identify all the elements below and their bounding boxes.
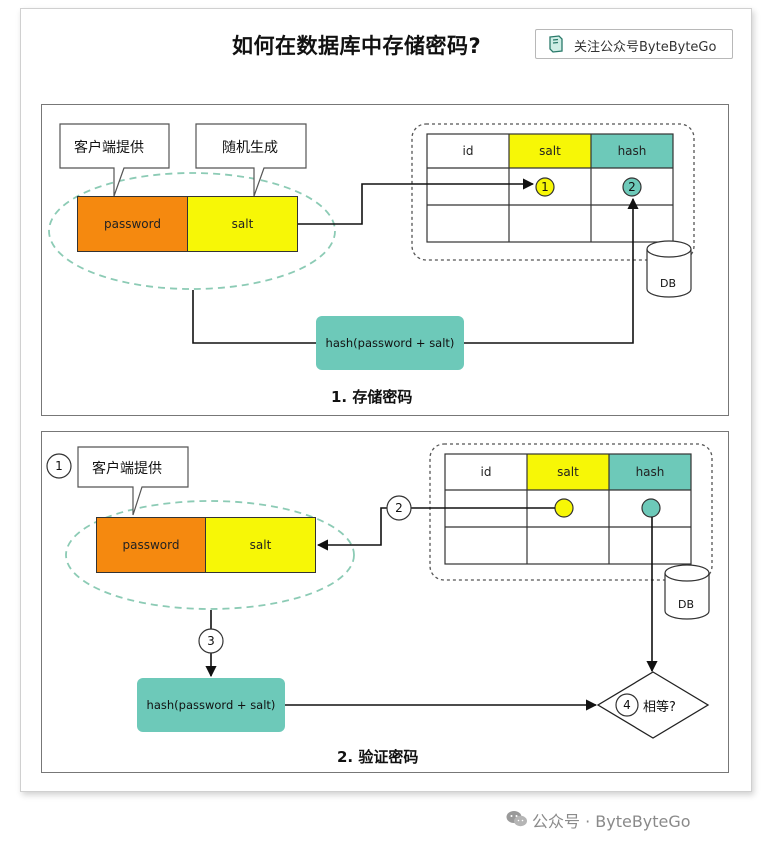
s1-salt-block: salt xyxy=(188,196,298,252)
s2-db-cylinder xyxy=(664,564,710,620)
s1-header-id: id xyxy=(462,144,474,158)
s2-step1-circle xyxy=(46,453,72,479)
s1-hash-function-box: hash(password + salt) xyxy=(316,316,464,370)
byte-logo-icon xyxy=(546,34,566,58)
s1-callout-random-text: 随机生成 xyxy=(222,140,278,156)
s2-hash-marker xyxy=(641,498,661,518)
s2-header-salt: salt xyxy=(557,465,579,479)
s2-salt-label: salt xyxy=(249,538,272,552)
s1-password-block: password xyxy=(77,196,188,252)
s1-header-hash: hash xyxy=(617,144,647,158)
badge-text: 关注公众号ByteByteGo xyxy=(574,40,717,55)
s1-input-ellipse xyxy=(48,172,336,290)
s2-input-ellipse xyxy=(65,500,355,610)
s1-salt-label: salt xyxy=(231,217,254,231)
follow-badge[interactable]: 关注公众号ByteByteGo xyxy=(535,29,733,59)
s1-db-cylinder xyxy=(646,240,692,298)
s2-password-label: password xyxy=(122,538,180,552)
s2-step3-circle xyxy=(198,628,224,654)
s2-equal-label: 相等? xyxy=(643,700,676,715)
s1-password-label: password xyxy=(104,217,161,231)
s2-step2-circle xyxy=(386,495,412,521)
s2-callout-client xyxy=(77,446,189,516)
s2-salt-marker xyxy=(554,498,574,518)
s2-callout-client-text: 客户端提供 xyxy=(92,461,162,477)
s2-step3-num: 3 xyxy=(207,634,215,648)
s2-step4-num: 4 xyxy=(623,698,631,712)
s2-equal-diamond xyxy=(596,671,710,739)
diagram-title: 如何在数据库中存储密码? xyxy=(232,34,482,58)
s1-callout-random xyxy=(195,123,307,197)
s2-salt-block: salt xyxy=(206,517,316,573)
s1-header-salt: salt xyxy=(539,144,561,158)
s2-header-id: id xyxy=(480,465,492,479)
s2-header-hash: hash xyxy=(635,465,665,479)
footer-text: 公众号 · ByteByteGo xyxy=(532,812,691,831)
s1-callout-client-text: 客户端提供 xyxy=(74,140,144,156)
s2-db-label: DB xyxy=(678,598,695,611)
s1-salt-marker-num: 1 xyxy=(541,180,549,194)
s2-hash-function-box: hash(password + salt) xyxy=(137,678,285,732)
s1-table-group xyxy=(411,123,695,261)
s1-caption: 1. 存储密码 xyxy=(331,388,413,406)
s2-step4-circle xyxy=(615,693,639,717)
s1-salt-marker xyxy=(535,177,555,197)
s2-table-group xyxy=(429,443,713,581)
s2-step2-num: 2 xyxy=(395,501,403,515)
s2-password-block: password xyxy=(96,517,206,573)
s2-hash-function-label: hash(password + salt) xyxy=(146,698,276,712)
s2-step1-num: 1 xyxy=(55,459,63,473)
wechat-icon xyxy=(506,810,528,832)
s2-caption: 2. 验证密码 xyxy=(337,748,419,766)
s1-hash-marker-num: 2 xyxy=(628,180,636,194)
s1-callout-client xyxy=(59,123,170,197)
s1-db-label: DB xyxy=(660,277,677,290)
s1-hash-marker xyxy=(622,177,642,197)
s1-hash-function-label: hash(password + salt) xyxy=(325,336,455,350)
